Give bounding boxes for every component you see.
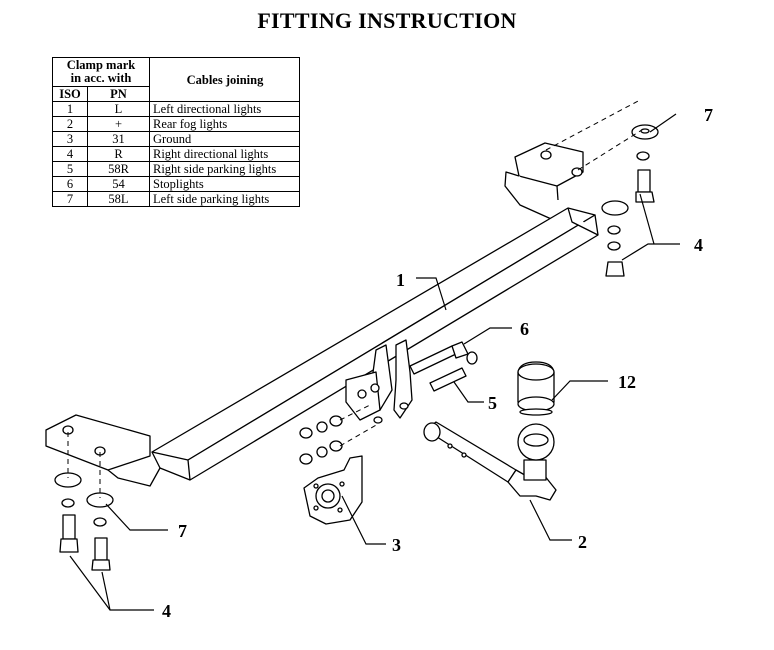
- table-row: 4 R Right directional lights: [52, 146, 300, 162]
- callout-washer-right: 7: [704, 105, 713, 125]
- desc-cell: Left side parking lights: [149, 191, 300, 207]
- leader-lines: [69, 113, 680, 611]
- pn-cell: 54: [87, 176, 150, 192]
- clamp-mark-line2: in acc. with: [70, 71, 132, 85]
- nuts-washers-middle: [299, 383, 380, 465]
- crossbar-tube: [151, 207, 599, 481]
- callout-socket-plate: 3: [392, 535, 401, 555]
- table-row: 6 54 Stoplights: [52, 176, 300, 192]
- right-mounting-bracket: [504, 142, 584, 223]
- clamp-mark-line1: Clamp mark: [66, 58, 136, 72]
- callout-bolts-left: 4: [162, 601, 171, 621]
- callout-bolts-lower-middle: 5: [488, 393, 497, 413]
- table-row: 7 58L Left side parking lights: [52, 191, 300, 207]
- desc-cell: Right side parking lights: [149, 161, 300, 177]
- alignment-lines: [67, 99, 646, 498]
- socket-plate: [303, 455, 363, 525]
- left-fasteners: [54, 472, 114, 571]
- callout-bolts-right: 4: [694, 235, 703, 255]
- callout-ball-cover: 12: [618, 372, 636, 392]
- ball-arm: [423, 421, 557, 501]
- cables-joining-header: Cables joining: [149, 57, 300, 102]
- table-header-row: Clamp mark in acc. with Cables joining: [52, 57, 300, 102]
- page-title: FITTING INSTRUCTION: [257, 8, 517, 33]
- callout-bolts-upper-middle: 6: [520, 319, 529, 339]
- iso-cell: 7: [52, 191, 88, 207]
- right-fasteners: [601, 124, 659, 277]
- pn-header: PN: [87, 86, 150, 102]
- bolts-upper-middle: [409, 341, 478, 392]
- desc-cell: Right directional lights: [149, 146, 300, 162]
- callout-ball-arm: 2: [578, 532, 587, 552]
- callout-crossbar: 1: [396, 270, 405, 290]
- ball-cover: [517, 361, 555, 416]
- clamp-mark-header: Clamp mark in acc. with: [52, 57, 150, 87]
- table-row: 3 31 Ground: [52, 131, 300, 147]
- cable-joining-table: Clamp mark in acc. with Cables joining I…: [52, 57, 300, 207]
- pn-cell: 31: [87, 131, 150, 147]
- desc-cell: Stoplights: [149, 176, 300, 192]
- callout-washer-left: 7: [178, 521, 187, 541]
- pn-cell: 58L: [87, 191, 150, 207]
- desc-cell: Ground: [149, 131, 300, 147]
